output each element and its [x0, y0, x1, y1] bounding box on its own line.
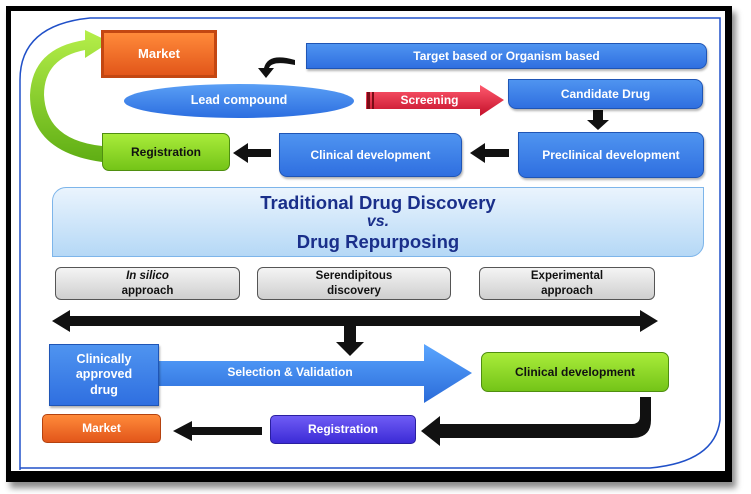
- left-arrow-icon: [173, 421, 262, 441]
- outline-border: [19, 17, 721, 470]
- double-arrow-icon: [52, 310, 658, 332]
- clinical-development-box-top: Clinical development: [279, 133, 462, 177]
- curl-arrow-icon: [258, 57, 295, 78]
- title-banner: Traditional Drug Discovery vs. Drug Repu…: [52, 187, 704, 257]
- selection-validation-label: Selection & Validation: [227, 364, 353, 379]
- curved-arrow-icon: [30, 30, 110, 162]
- approach-italic: In silico: [126, 270, 169, 283]
- screening-label: Screening: [400, 93, 459, 107]
- down-arrow-icon: [587, 110, 609, 130]
- candidate-drug-box: Candidate Drug: [508, 79, 703, 109]
- market-box-bottom: Market: [42, 414, 161, 443]
- clinical-development-box-bottom: Clinical development: [481, 352, 669, 392]
- market-box-top: Market: [101, 30, 217, 78]
- preclinical-development-box: Preclinical development: [518, 132, 704, 178]
- left-arrow-icon: [233, 143, 271, 163]
- approach-text: approach: [121, 284, 174, 297]
- registration-box-top: Registration: [102, 133, 230, 171]
- in-silico-approach-box: In silico approach: [55, 267, 240, 300]
- bent-arrow-icon: [421, 397, 651, 446]
- selection-arrow: [150, 344, 472, 403]
- lead-compound-ellipse: Lead compound: [124, 84, 354, 118]
- down-arrow-icon: [336, 326, 364, 356]
- title-line-2: vs.: [366, 212, 390, 230]
- screening-arrow: [366, 85, 504, 116]
- left-arrow-icon: [470, 143, 509, 163]
- target-based-box: Target based or Organism based: [306, 43, 707, 69]
- registration-box-bottom: Registration: [270, 415, 416, 444]
- clinically-approved-drug-box: Clinically approved drug: [49, 344, 159, 406]
- title-line-3: Drug Repurposing: [296, 231, 460, 253]
- serendipitous-discovery-box: Serendipitous discovery: [257, 267, 451, 300]
- title-line-1: Traditional Drug Discovery: [260, 191, 496, 213]
- experimental-approach-box: Experimental approach: [479, 267, 655, 300]
